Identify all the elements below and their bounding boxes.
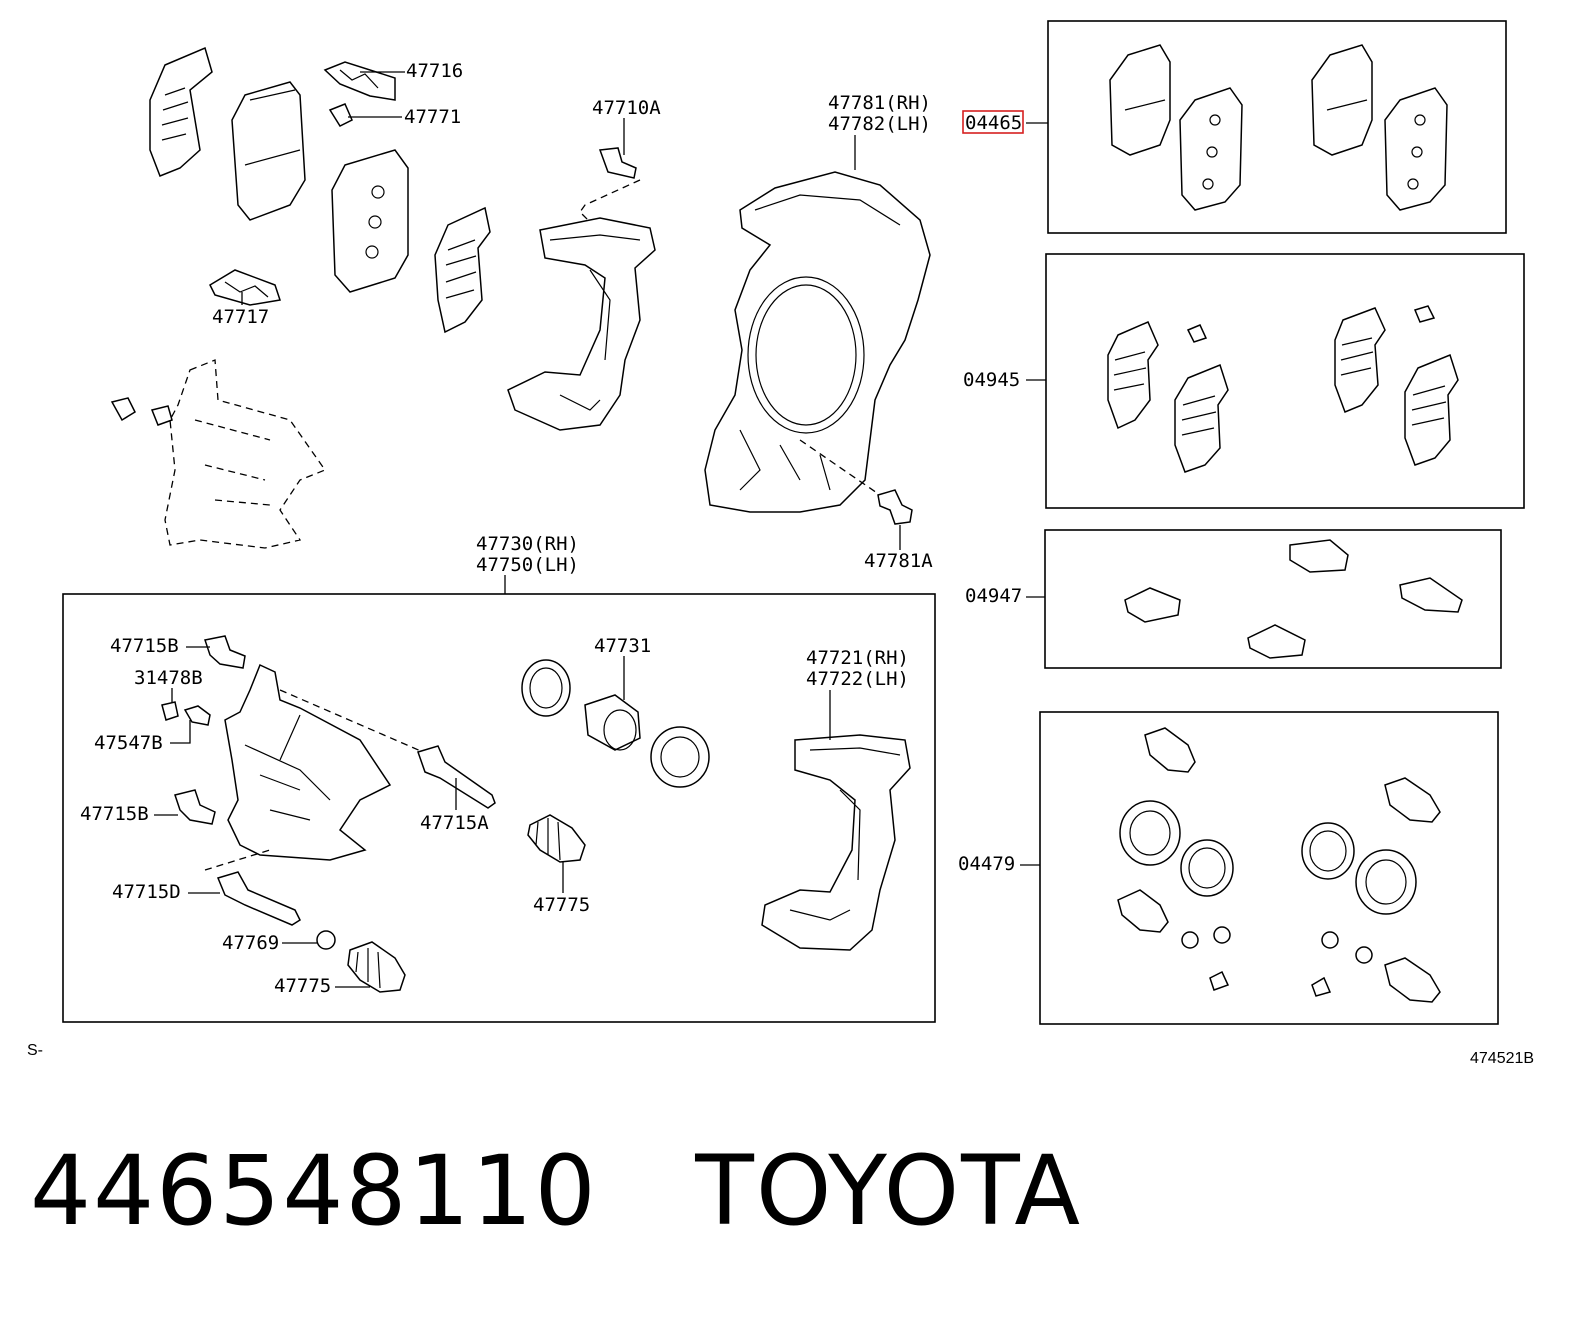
caliper-mounting-bracket-top xyxy=(507,217,656,431)
caliper-assembly-box xyxy=(62,593,936,1023)
label-47721-rh: 47721(RH) xyxy=(806,647,909,669)
slide-pin-47715A xyxy=(417,745,496,809)
corner-code-left: S- xyxy=(27,1042,43,1059)
caliper-body-ghost xyxy=(110,359,327,549)
kit-box-04465 xyxy=(1047,20,1507,234)
label-47782-lh: 47782(LH) xyxy=(828,113,931,135)
bolt-47715B-top xyxy=(204,635,246,669)
label-47716: 47716 xyxy=(406,60,463,82)
diagram-code: 474521B xyxy=(1470,1050,1534,1067)
label-04465[interactable]: 04465 xyxy=(965,112,1022,134)
caliper-mounting-bracket-bottom xyxy=(761,734,911,951)
kit-04945-shims xyxy=(1107,305,1459,473)
bushing-47769 xyxy=(316,930,336,950)
caliper-body-main xyxy=(224,663,392,861)
label-47731: 47731 xyxy=(594,635,651,657)
brand-name: TOYOTA xyxy=(695,1135,1083,1247)
part-number: 446548110 xyxy=(30,1135,598,1247)
label-47775-mid: 47775 xyxy=(533,894,590,916)
brake-pad-left-1 xyxy=(231,81,306,221)
kit-box-04947 xyxy=(1044,529,1502,669)
label-47769: 47769 xyxy=(222,932,279,954)
label-47547B: 47547B xyxy=(94,732,163,754)
seal-ring xyxy=(521,659,571,717)
bolt-47715B-bottom xyxy=(174,789,216,825)
label-04945: 04945 xyxy=(963,369,1020,391)
bolt-47781A xyxy=(877,489,913,525)
bleeder-plug-47547B xyxy=(183,705,211,726)
kit-box-04479 xyxy=(1039,711,1499,1025)
label-04479: 04479 xyxy=(958,853,1015,875)
label-31478B: 31478B xyxy=(134,667,203,689)
highlight-box-04465 xyxy=(962,110,1024,134)
label-47781-rh: 47781(RH) xyxy=(828,92,931,114)
label-47715D: 47715D xyxy=(112,881,181,903)
slide-pin-47715D xyxy=(216,871,301,926)
anti-squeal-shim-left xyxy=(149,46,213,177)
kit-04479-seals xyxy=(1117,727,1441,1003)
kit-04947-plates xyxy=(1124,539,1463,659)
label-47750-lh: 47750(LH) xyxy=(476,554,579,576)
label-47722-lh: 47722(LH) xyxy=(806,668,909,690)
label-47715A: 47715A xyxy=(420,812,489,834)
pad-wear-indicator-47771 xyxy=(328,103,353,127)
piston-boot xyxy=(650,726,710,788)
label-47730-rh: 47730(RH) xyxy=(476,533,579,555)
label-04947: 04947 xyxy=(965,585,1022,607)
kit-04465-pads xyxy=(1109,44,1448,211)
brake-pad-left-2 xyxy=(331,149,409,293)
label-47775-bottom: 47775 xyxy=(274,975,331,997)
label-47771: 47771 xyxy=(404,106,461,128)
footer-caption: 446548110 TOYOTA xyxy=(30,1135,1082,1247)
boot-47775-mid xyxy=(527,814,586,863)
pad-support-plate-47716 xyxy=(323,61,396,101)
label-47710A: 47710A xyxy=(592,97,661,119)
boot-47775-bottom xyxy=(347,941,406,993)
bolt-47710A xyxy=(598,147,637,179)
kit-box-04945 xyxy=(1045,253,1525,509)
pad-support-plate-47717 xyxy=(209,269,281,306)
cap-31478B xyxy=(161,701,179,721)
label-47715B-top: 47715B xyxy=(110,635,179,657)
label-47717: 47717 xyxy=(212,306,269,328)
piston-47731 xyxy=(584,694,641,751)
label-47715B-bottom: 47715B xyxy=(80,803,149,825)
disc-brake-dust-cover xyxy=(704,171,931,513)
anti-squeal-shim-right xyxy=(434,206,491,334)
label-47781A: 47781A xyxy=(864,550,933,572)
